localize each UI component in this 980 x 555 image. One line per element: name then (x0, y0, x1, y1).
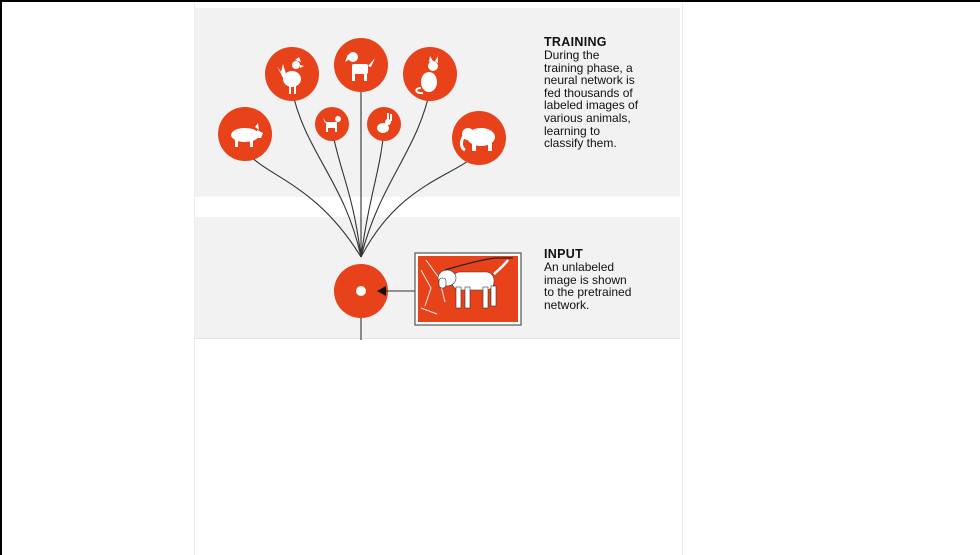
elephant-node (452, 111, 506, 165)
rabbit-node (367, 107, 401, 141)
cat-icon (415, 56, 438, 95)
small-dog-node (315, 107, 349, 141)
neuron-core-icon (356, 286, 366, 296)
connection-line (360, 129, 385, 258)
infographic-column: TRAINING During the training phase, a ne… (194, 2, 683, 555)
dog-node (334, 38, 388, 92)
neuron-node (334, 264, 388, 318)
pig-icon (231, 123, 263, 147)
connection-line (360, 151, 480, 258)
elephant-icon (460, 128, 495, 152)
training-description: During the training phase, a neural netw… (544, 48, 639, 151)
cat-node (403, 47, 457, 101)
input-description: An unlabeled image is shown to the pretr… (544, 260, 632, 312)
rooster-node (265, 47, 319, 101)
training-heading: TRAINING (544, 35, 607, 49)
training-caption: TRAINING During the training phase, a ne… (544, 35, 679, 150)
network-diagram (218, 38, 522, 340)
small-dog-icon (323, 116, 341, 132)
connection-line (360, 89, 431, 258)
leash-line (444, 257, 513, 271)
input-image (414, 252, 522, 326)
rooster-icon (277, 57, 304, 94)
pig-node (218, 107, 272, 161)
input-caption: INPUT An unlabeled image is shown to the… (544, 247, 679, 311)
dog-icon (345, 52, 375, 81)
connection-line (331, 129, 362, 258)
connection-line (291, 89, 362, 258)
labrador-icon (437, 259, 509, 309)
input-heading: INPUT (544, 247, 583, 261)
training-panel (195, 8, 680, 197)
rabbit-icon (377, 113, 392, 133)
arrow-head-icon (377, 286, 386, 296)
